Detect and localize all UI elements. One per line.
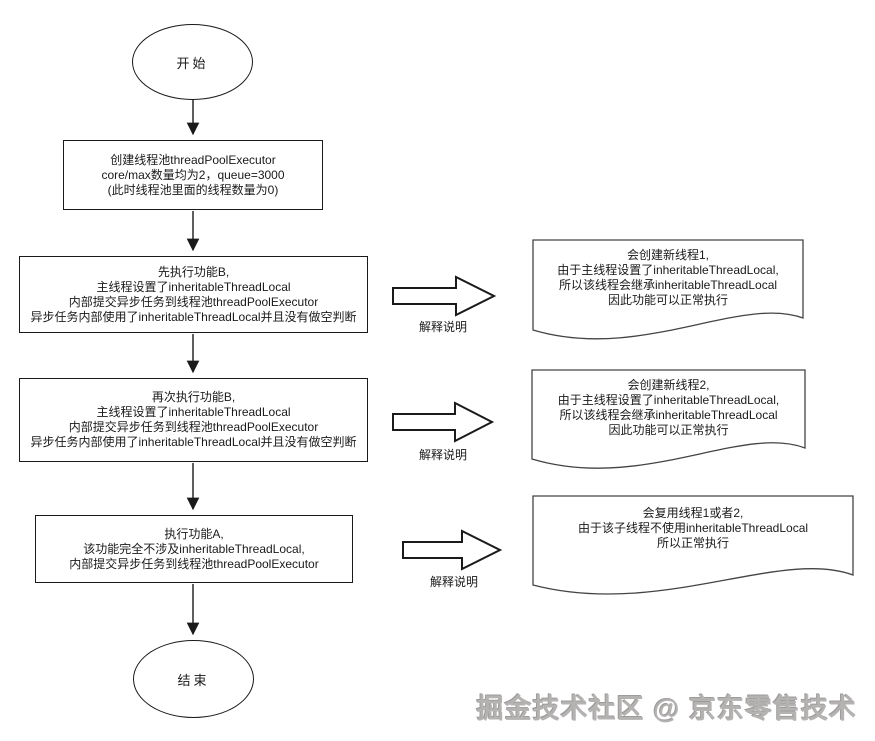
process-line: (此时线程池里面的线程数量为0) bbox=[107, 182, 279, 197]
note-line: 会复用线程1或者2, bbox=[642, 506, 744, 520]
note-line: 会创建新线程1, bbox=[626, 248, 709, 262]
process-line: core/max数量均为2，queue=3000 bbox=[101, 167, 285, 182]
note-reuse-thread: 会复用线程1或者2, 由于该子线程不使用inheritableThreadLoc… bbox=[533, 506, 853, 551]
process-line: 先执行功能B, bbox=[157, 264, 230, 279]
explanation-label-1: 解释说明 bbox=[418, 320, 467, 334]
note-line: 会创建新线程2, bbox=[627, 378, 710, 392]
process-line: 主线程设置了inheritableThreadLocal bbox=[96, 405, 291, 419]
end-node: 结束 bbox=[133, 640, 254, 718]
note-shape-3 bbox=[532, 495, 854, 595]
note-shape-2 bbox=[531, 369, 806, 469]
note-new-thread-2: 会创建新线程2, 由于主线程设置了inheritableThreadLocal,… bbox=[532, 378, 805, 438]
note-line: 所以该线程会继承inheritableThreadLocal bbox=[558, 278, 778, 292]
start-node: 开始 bbox=[132, 24, 253, 100]
process-line: 主线程设置了inheritableThreadLocal bbox=[96, 279, 291, 294]
note-shape-1 bbox=[532, 239, 804, 340]
process-create-thread-pool: 创建线程池threadPoolExecutor core/max数量均为2，qu… bbox=[63, 140, 323, 210]
note-new-thread-1: 会创建新线程1, 由于主线程设置了inheritableThreadLocal,… bbox=[533, 248, 803, 308]
start-label: 开始 bbox=[176, 55, 209, 71]
note-line: 由于主线程设置了inheritableThreadLocal, bbox=[557, 263, 779, 277]
process-line: 异步任务内部使用了inheritableThreadLocal并且没有做空判断 bbox=[30, 309, 357, 324]
end-label: 结束 bbox=[177, 672, 210, 688]
note-line: 由于主线程设置了inheritableThreadLocal, bbox=[557, 393, 780, 407]
block-arrow-3 bbox=[402, 529, 503, 571]
process-line: 再次执行功能B, bbox=[151, 390, 236, 404]
process-run-function-a: 执行功能A, 该功能完全不涉及inheritableThreadLocal, 内… bbox=[35, 515, 353, 583]
block-arrow-1 bbox=[392, 275, 497, 317]
note-line: 因此功能可以正常执行 bbox=[608, 423, 729, 437]
process-line: 内部提交异步任务到线程池threadPoolExecutor bbox=[69, 556, 319, 571]
explanation-label-3: 解释说明 bbox=[429, 575, 478, 589]
block-arrow-2 bbox=[392, 401, 495, 443]
watermark: 掘金技术社区 @ 京东零售技术 bbox=[476, 694, 857, 724]
process-second-run-function-b: 再次执行功能B, 主线程设置了inheritableThreadLocal 内部… bbox=[19, 378, 368, 462]
process-first-run-function-b: 先执行功能B, 主线程设置了inheritableThreadLocal 内部提… bbox=[19, 256, 368, 333]
process-line: 内部提交异步任务到线程池threadPoolExecutor bbox=[68, 294, 319, 309]
note-line: 因此功能可以正常执行 bbox=[607, 293, 728, 307]
explanation-label-2: 解释说明 bbox=[418, 448, 467, 462]
note-line: 所以该线程会继承inheritableThreadLocal bbox=[559, 408, 778, 422]
process-line: 执行功能A, bbox=[164, 526, 224, 541]
note-line: 由于该子线程不使用inheritableThreadLocal bbox=[577, 521, 809, 535]
note-line: 所以正常执行 bbox=[656, 536, 729, 550]
process-line: 该功能完全不涉及inheritableThreadLocal, bbox=[83, 541, 305, 556]
process-line: 异步任务内部使用了inheritableThreadLocal并且没有做空判断 bbox=[30, 435, 357, 449]
process-line: 内部提交异步任务到线程池threadPoolExecutor bbox=[68, 420, 319, 434]
process-line: 创建线程池threadPoolExecutor bbox=[110, 152, 276, 167]
